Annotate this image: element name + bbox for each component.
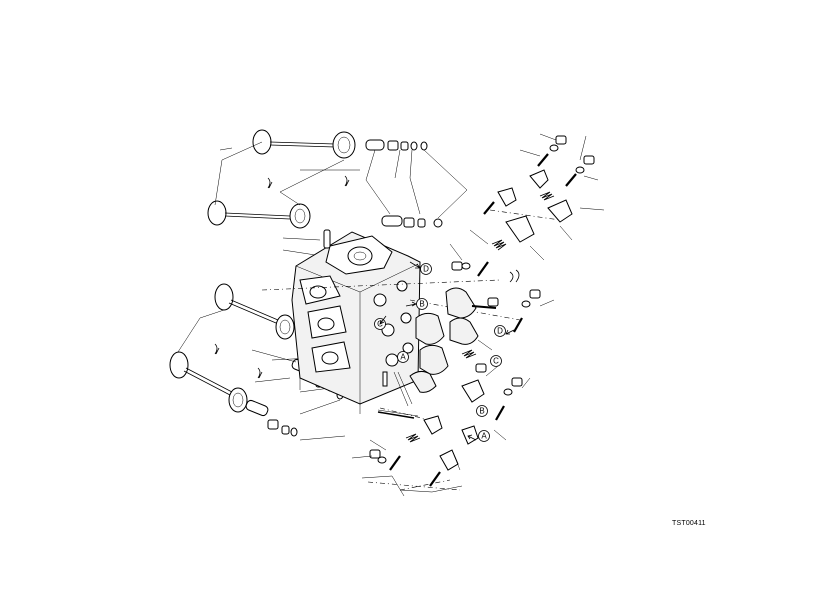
leader-lines-right <box>351 133 605 497</box>
intake-valve-upper <box>252 129 336 155</box>
adjuster-bolts-right <box>369 135 595 464</box>
callout-label: A <box>481 432 487 441</box>
direction-arrows <box>379 261 515 441</box>
exhaust-valve-upper <box>207 200 443 229</box>
callout-d-lower: D <box>494 325 506 337</box>
valve-guide-upper <box>365 139 428 151</box>
intake-valve-lower <box>214 283 295 340</box>
callout-a-upper: A <box>397 351 409 363</box>
upper-leader-lines <box>214 141 468 219</box>
callout-b-upper: B <box>416 298 428 310</box>
camshaft-caps <box>409 287 493 393</box>
lower-leader-lines <box>177 237 346 441</box>
exhaust-valve-lower <box>169 351 248 413</box>
callout-c-lower: C <box>490 355 502 367</box>
valve-spring-upper <box>332 131 356 159</box>
callout-a-lower: A <box>478 430 490 442</box>
callout-label: C <box>493 357 499 366</box>
callout-label: D <box>497 327 503 336</box>
callout-b-lower: B <box>476 405 488 417</box>
callout-label: B <box>419 300 424 309</box>
alignment-axes <box>261 209 561 491</box>
callout-label: D <box>423 265 429 274</box>
reference-code: TST00411 <box>672 520 706 527</box>
cylinder-head <box>291 229 421 414</box>
valve-springs-right <box>405 191 555 443</box>
callout-label: A <box>400 353 406 362</box>
rocker-arms-right <box>423 169 573 471</box>
callout-label: B <box>479 407 484 416</box>
pins-right <box>389 153 577 487</box>
callout-d-upper: D <box>420 263 432 275</box>
